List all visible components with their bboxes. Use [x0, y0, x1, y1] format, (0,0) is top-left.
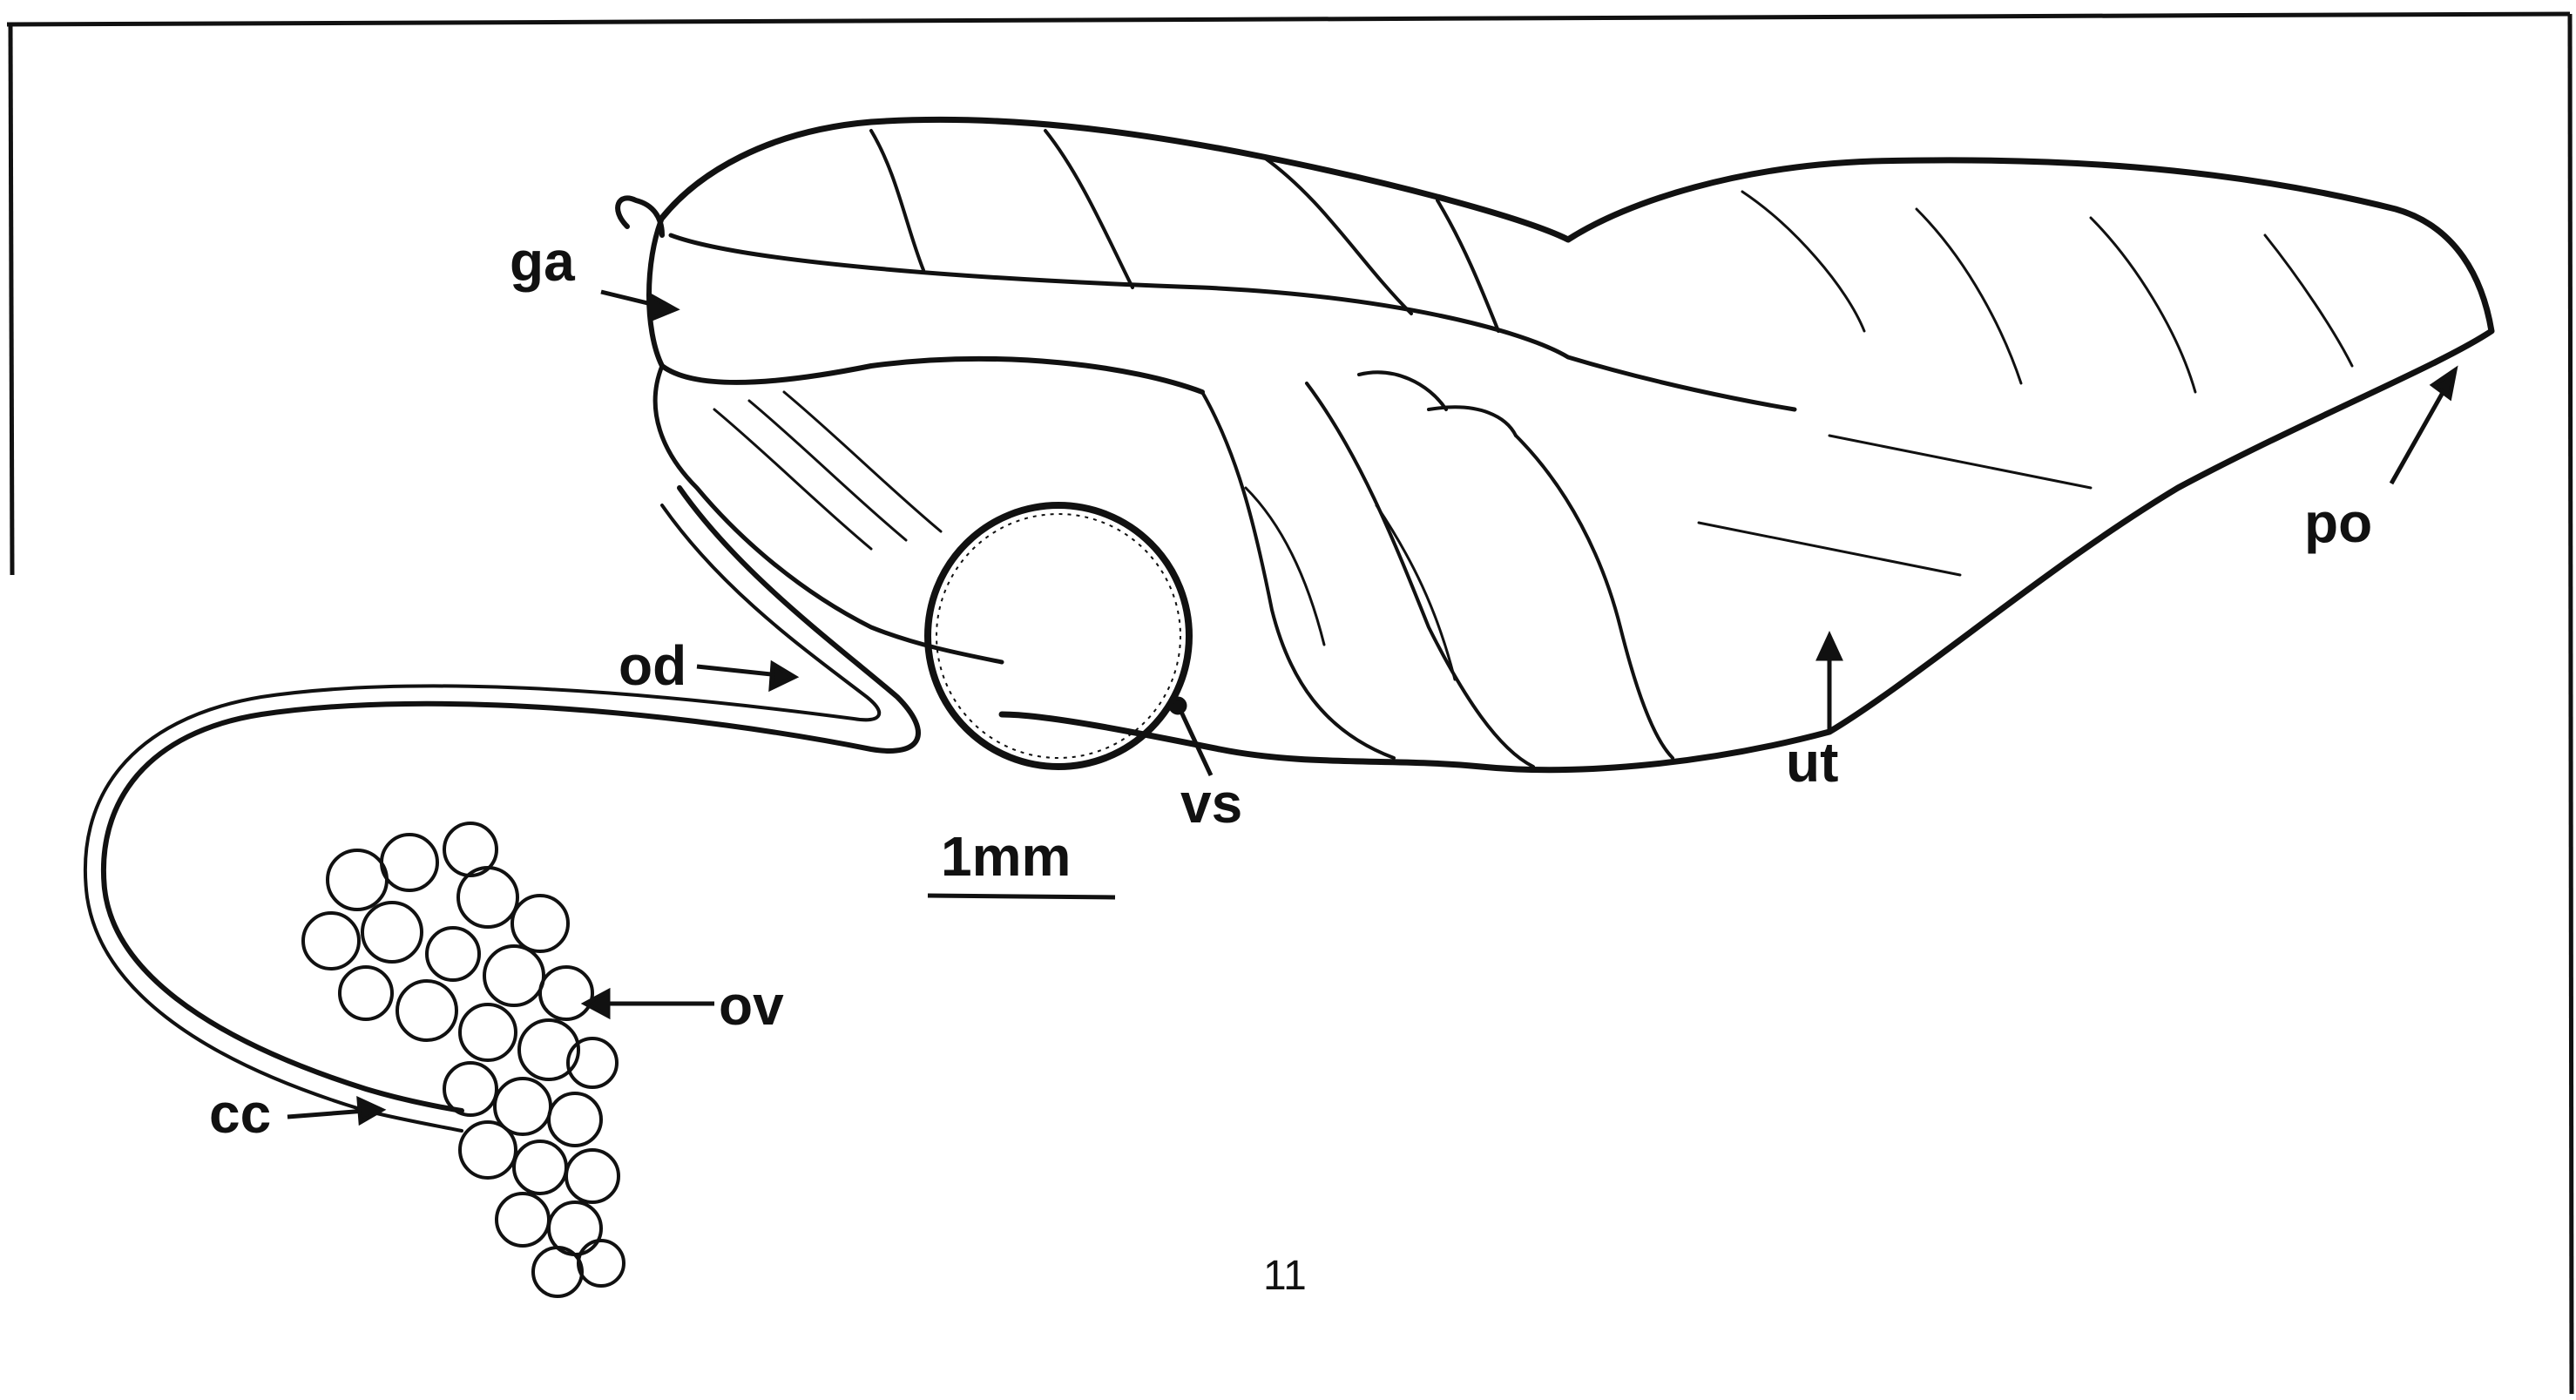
label-ut: ut	[1786, 731, 1838, 794]
scale-bar-label: 1mm	[941, 825, 1071, 888]
oviduct-tube	[85, 488, 918, 1131]
scale-bar-line	[928, 896, 1115, 897]
label-vs: vs	[1180, 772, 1242, 835]
vesicle-sphere	[928, 505, 1189, 767]
ovary-cluster	[303, 823, 624, 1296]
label-ov: ov	[719, 974, 784, 1037]
figure-number: 11	[1263, 1253, 1307, 1299]
label-po: po	[2304, 491, 2372, 554]
label-cc: cc	[209, 1082, 271, 1145]
specimen-body	[618, 119, 2491, 769]
label-leaders	[287, 292, 2455, 1122]
label-ga: ga	[510, 230, 575, 293]
label-od: od	[619, 634, 686, 697]
